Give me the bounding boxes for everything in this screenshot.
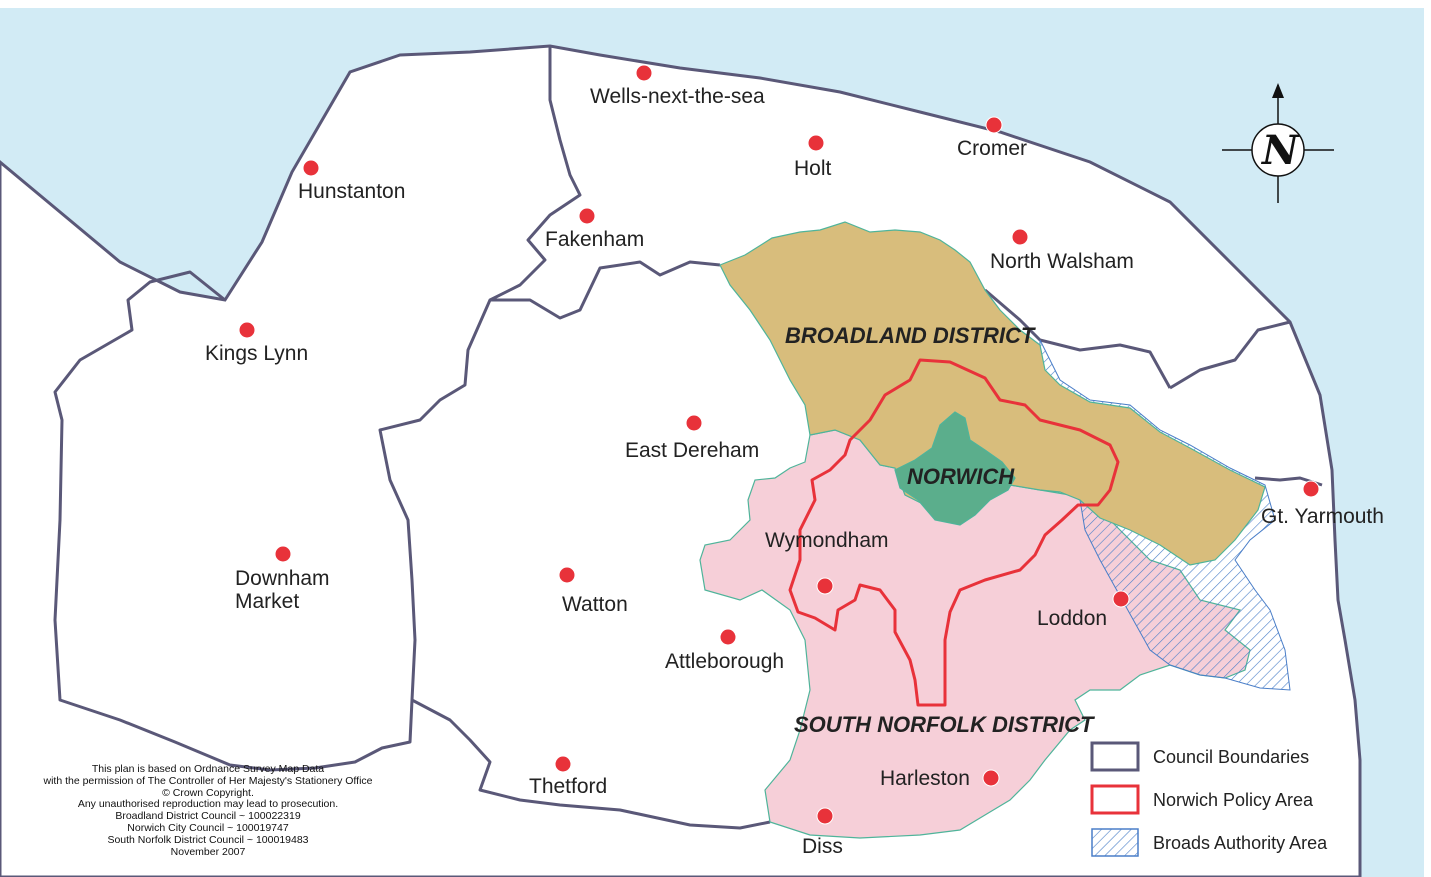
credit-line: Any unauthorised reproduction may lead t… xyxy=(77,798,339,811)
town-marker-diss xyxy=(816,807,834,825)
district-label-broadland: BROADLAND DISTRICT xyxy=(785,323,1036,348)
town-marker-downham-market xyxy=(274,545,292,563)
town-label: Fakenham xyxy=(545,228,644,251)
legend-swatch-council-boundaries xyxy=(1090,741,1140,772)
town-label: North Walsham xyxy=(990,250,1134,273)
town-label: Kings Lynn xyxy=(205,342,308,365)
legend-swatch-policy-area xyxy=(1090,784,1140,815)
legend-label-policy-area: Norwich Policy Area xyxy=(1153,790,1314,810)
town-marker-wymondham xyxy=(816,577,834,595)
boundary-breckland-east xyxy=(411,698,771,830)
town-marker-cromer xyxy=(985,116,1003,134)
broadland-district xyxy=(719,221,1266,566)
town-label: Holt xyxy=(794,157,832,180)
town-marker-harleston xyxy=(982,769,1000,787)
town-label: Downham xyxy=(235,567,330,590)
map-border-right xyxy=(1424,0,1431,877)
town-label: Watton xyxy=(562,593,628,616)
town-label: Market xyxy=(235,590,299,613)
town-marker-holt xyxy=(807,134,825,152)
credit-line: November 2007 xyxy=(170,845,246,858)
boundary-broadland-coast xyxy=(984,288,1172,389)
town-marker-thetford xyxy=(554,755,572,773)
credit-line: Broadland District Council ~ 100022319 xyxy=(115,810,301,823)
legend-swatch-broads xyxy=(1091,828,1139,857)
town-marker-wells xyxy=(635,64,653,82)
town-marker-loddon xyxy=(1112,590,1130,608)
town-label: Thetford xyxy=(529,775,607,798)
legend-label-broads: Broads Authority Area xyxy=(1153,833,1328,853)
district-label-norwich: NORWICH xyxy=(907,464,1015,489)
norwich-city xyxy=(894,411,1016,526)
legend: Council Boundaries Norwich Policy Area B… xyxy=(1090,741,1328,857)
town-marker-hunstanton xyxy=(302,159,320,177)
map-border xyxy=(0,0,1431,8)
town-label: Wells-next-the-sea xyxy=(590,85,765,108)
town-marker-north-walsham xyxy=(1011,228,1029,246)
town-label: Harleston xyxy=(880,767,970,790)
credit-line: South Norfolk District Council ~ 1000194… xyxy=(107,833,309,846)
town-marker-gt-yarmouth xyxy=(1302,480,1320,498)
credit-line: This plan is based on Ordnance Survey Ma… xyxy=(91,763,325,775)
town-marker-fakenham xyxy=(578,207,596,225)
boundary-great-yarmouth xyxy=(1169,320,1291,390)
district-label-south-norfolk: SOUTH NORFOLK DISTRICT xyxy=(794,712,1095,737)
town-marker-attleborough xyxy=(719,628,737,646)
town-marker-watton xyxy=(558,566,576,584)
credit-line: with the permission of The Controller of… xyxy=(43,774,373,787)
copyright-credit: This plan is based on Ordnance Survey Ma… xyxy=(18,763,398,858)
town-label: Loddon xyxy=(1037,607,1107,630)
town-label: Cromer xyxy=(957,137,1027,160)
town-label: Gt. Yarmouth xyxy=(1261,505,1384,528)
town-label: East Dereham xyxy=(625,439,759,462)
north-arrow-icon: N xyxy=(1222,83,1334,203)
credit-line: © Crown Copyright. xyxy=(162,786,254,799)
legend-label-council-boundaries: Council Boundaries xyxy=(1153,747,1309,767)
town-markers xyxy=(238,64,1320,825)
norwich-policy-area xyxy=(788,358,1120,707)
town-label: Attleborough xyxy=(665,650,784,673)
town-label: Diss xyxy=(802,835,843,858)
boundary-north-norfolk xyxy=(490,260,721,320)
credit-line: Norwich City Council ~ 100019747 xyxy=(127,821,289,834)
town-label: Wymondham xyxy=(765,529,889,552)
compass-label: N xyxy=(1260,127,1300,174)
town-label: Hunstanton xyxy=(298,180,405,203)
town-marker-kings-lynn xyxy=(238,321,256,339)
town-marker-east-dereham xyxy=(685,414,703,432)
